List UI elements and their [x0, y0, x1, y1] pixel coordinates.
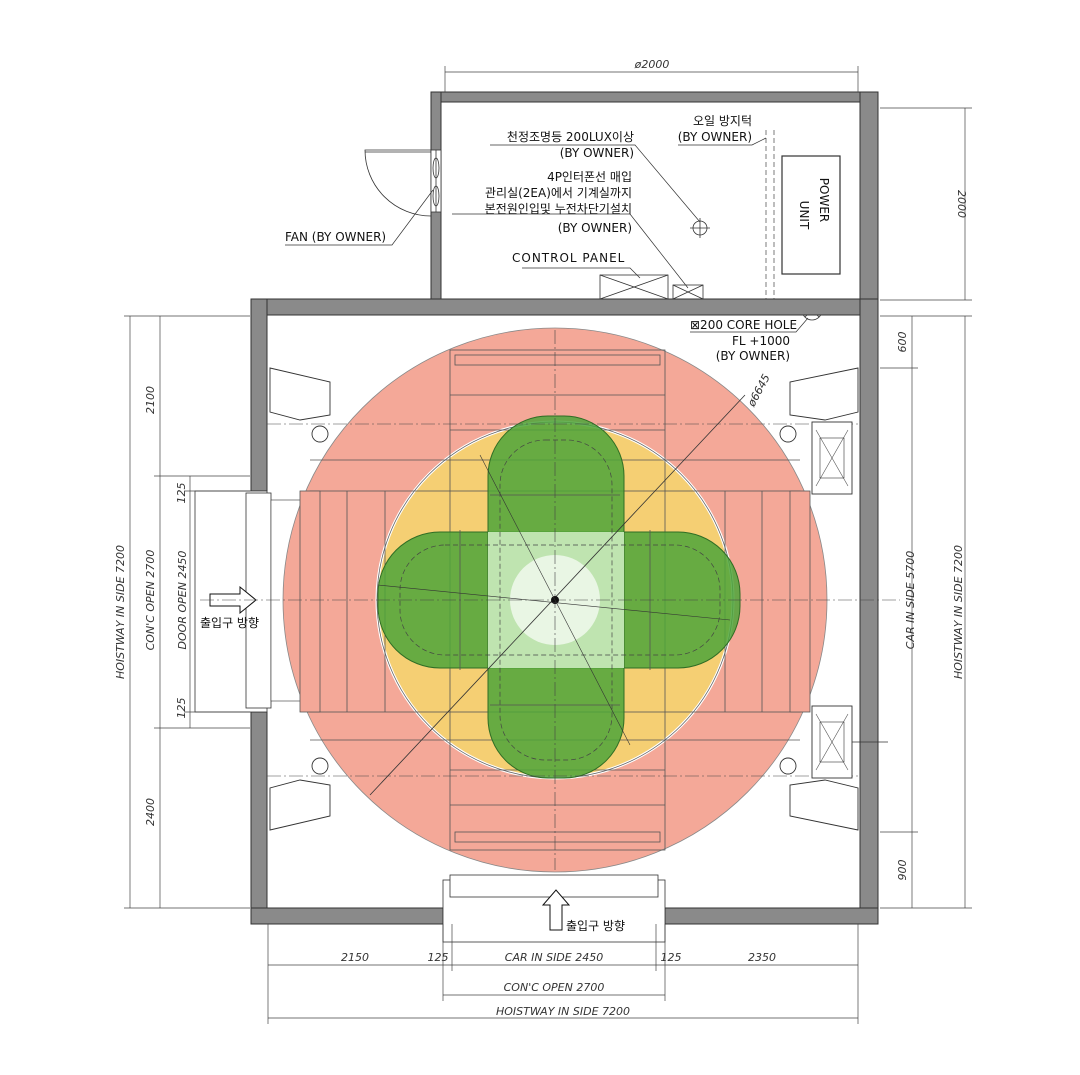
dim-turntable-diameter: ø6645 [745, 372, 773, 410]
arrow-up-icon [541, 889, 571, 931]
hoistway-walls [250, 298, 879, 925]
dim-hoistway-height-right: HOISTWAY IN SIDE 7200 [952, 545, 965, 679]
entrance-left-label: 출입구 방향 [200, 616, 259, 630]
note-phone-line-owner: (BY OWNER) [558, 221, 632, 235]
motor-upper-right [811, 421, 853, 495]
dim-conc-open-bottom: CON'C OPEN 2700 [504, 981, 605, 994]
ceiling-light-icon [690, 218, 710, 238]
side-mechanisms [269, 367, 888, 831]
dim-left-2400: 2400 [144, 798, 157, 826]
dim-conc-open-left: CON'C OPEN 2700 [144, 550, 157, 651]
dim-door-open-left: DOOR OPEN 2450 [176, 551, 189, 650]
dim-left-125-bottom: 125 [175, 698, 188, 719]
dim-left-2100: 2100 [144, 386, 157, 414]
dim-bottom-2150: 2150 [341, 951, 369, 964]
left-entrance: 출입구 방향 [194, 490, 302, 713]
hoistway-wall-bottom-left [250, 907, 444, 925]
fan-icon [432, 150, 440, 212]
dim-right-900: 900 [896, 860, 909, 881]
bottom-entrance: 출입구 방향 [442, 874, 666, 943]
dim-car-in-side-height: CAR IN SIDE 5700 [904, 551, 917, 649]
power-unit-box [781, 155, 841, 275]
note-core-hole-level: FL +1000 [732, 334, 790, 348]
note-core-hole-owner: (BY OWNER) [716, 349, 790, 363]
dim-right-600: 600 [896, 332, 909, 353]
dim-bottom-2350: 2350 [748, 951, 776, 964]
leader-lines [285, 137, 809, 333]
dim-bottom-125-left: 125 [428, 951, 449, 964]
hoistway-wall-left-lower [250, 711, 268, 925]
note-control-panel: CONTROL PANEL [512, 251, 625, 265]
hoistway-wall-right [859, 298, 879, 925]
note-fan: FAN (BY OWNER) [285, 230, 386, 244]
hoistway-wall-left-upper [250, 298, 268, 492]
power-unit-label-1: POWER [817, 178, 831, 222]
note-phone-line-2: 관리실(2EA)에서 기계실까지 [485, 186, 632, 200]
dim-left-125-top: 125 [175, 483, 188, 504]
machine-room-wall-top [430, 91, 879, 103]
hoistway-wall-top [250, 298, 879, 316]
dim-machine-room-height: 2000 [955, 190, 968, 218]
note-core-hole: ⊠200 CORE HOLE [690, 318, 797, 332]
door-swing [364, 149, 432, 217]
note-phone-line-3: 본전원인입및 누전차단기설치 [485, 202, 632, 216]
machine-room-wall-right [859, 91, 879, 303]
dimension-lines [124, 66, 972, 1024]
note-ceiling-light-owner: (BY OWNER) [560, 146, 634, 160]
dim-hoistway-width: HOISTWAY IN SIDE 7200 [496, 1005, 630, 1018]
hoistway-wall-bottom-right [664, 907, 879, 925]
dim-top-diameter: ø2000 [634, 58, 670, 71]
entrance-bottom-label: 출입구 방향 [566, 919, 625, 933]
power-unit-label-2: UNIT [797, 201, 811, 230]
note-phone-line-1: 4P인터폰선 매입 [547, 170, 632, 184]
machine-room: POWER UNIT [364, 91, 879, 321]
center-lines [200, 330, 900, 870]
motor-lower-right [811, 705, 853, 779]
note-oil-sill: 오일 방지턱 [693, 114, 752, 128]
note-ceiling-light: 천정조명등 200LUX이상 [507, 129, 634, 144]
diameter-line [369, 394, 746, 796]
dim-bottom-125-right: 125 [661, 951, 682, 964]
note-oil-sill-owner: (BY OWNER) [678, 130, 752, 144]
dim-hoistway-height-left: HOISTWAY IN SIDE 7200 [114, 545, 127, 679]
dim-car-in-side-width: CAR IN SIDE 2450 [505, 951, 603, 964]
